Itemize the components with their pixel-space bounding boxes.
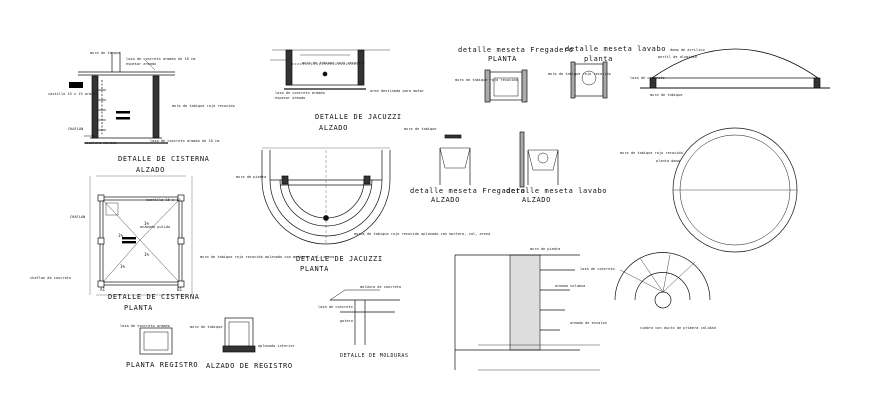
title-cisterna-alzado: DETALLE DE CISTERNA — [118, 155, 210, 163]
note-registro-1: losa de concreto armado — [120, 324, 170, 328]
note-registro-3: aplanado interior — [258, 344, 295, 348]
cisterna-planta-drawing — [89, 175, 193, 296]
note-registro-2: muro de tabique — [190, 325, 223, 329]
note-escalera-3: armado columna — [555, 284, 586, 288]
title-jacuzzi-planta: DETALLE DE JACUZZI — [296, 255, 383, 263]
note-molduras-2: losa de concreto — [318, 305, 353, 309]
jacuzzi-alzado-drawing — [270, 49, 390, 90]
note-domo-2: perfil de aluminio — [658, 55, 697, 59]
slope-label-4: 1% — [144, 252, 150, 257]
subtitle-jacuzzi-planta: PLANTA — [300, 265, 329, 273]
note-cisterna-a2: losa de concreto armado de 10 cm — [126, 57, 196, 61]
axis-label-b: B1 — [177, 287, 183, 292]
note-cisterna-p3: CHAFLAN — [70, 215, 86, 219]
note-jacuzzi-a4: area destinada para motor — [370, 89, 425, 93]
note-cisterna-a7: losa de concreto armado de 10 cm — [150, 139, 220, 143]
note-domo-6: planta domo — [656, 159, 680, 163]
subtitle-cisterna-planta: PLANTA — [124, 304, 153, 312]
cisterna-alzado-drawing — [69, 52, 175, 144]
note-domo-3: losa de concreto — [630, 76, 665, 80]
note-molduras-1: moldura de concreto — [360, 285, 402, 289]
note-domo-1: domo de acrilico — [670, 48, 705, 52]
title-planta-registro: PLANTA REGISTRO — [126, 361, 199, 369]
note-cisterna-a6: escalera marina — [84, 141, 117, 145]
meseta-planta-drawings — [484, 61, 608, 103]
registro-drawings — [139, 317, 256, 355]
slope-label-3: 1% — [120, 264, 126, 269]
note-molduras-3: gotero — [340, 319, 353, 323]
note-cisterna-a1: muro de tanque — [90, 51, 121, 55]
note-meseta-1: muro de tabique rojo recocido — [455, 78, 518, 82]
title-jacuzzi-alzado: DETALLE DE JACUZZI — [315, 113, 402, 121]
note-domo-5: muro de tabique rojo recocido — [620, 151, 683, 155]
slope-label-1: 1% — [144, 221, 150, 226]
note-domo-4: muro de tabique — [650, 93, 683, 97]
note-jacuzzi-a3: espesor armado — [275, 96, 306, 100]
note-meseta-3: muro de tabique — [404, 127, 437, 131]
escalera-drawing — [454, 252, 711, 371]
note-jacuzzi-a1: muro de tabique rojo recocido — [302, 61, 365, 65]
subtitle-meseta-lavabo-alzado: ALZADO — [522, 196, 551, 204]
note-cisterna-a8: CHAFLAN — [68, 127, 84, 131]
slope-label-2: 1% — [118, 233, 124, 238]
note-cisterna-p5: chaflan de concreto — [30, 276, 72, 280]
title-meseta-fregadero-alzado: detalle meseta Fregadero — [410, 187, 526, 195]
title-meseta-fregadero-planta: detalle meseta Fregadero — [458, 46, 574, 54]
jacuzzi-planta-drawing — [261, 147, 391, 245]
note-jacuzzi-p1: muro de piedra — [236, 175, 267, 179]
note-cisterna-p4: muro de tabique rojo recocido aplanado c… — [200, 255, 335, 259]
title-cisterna-planta: DETALLE DE CISTERNA — [108, 293, 200, 301]
note-meseta-2: muro de tabique rojo recocido — [548, 72, 611, 76]
title-molduras: DETALLE DE MOLDURAS — [340, 353, 409, 359]
meseta-alzado-drawings — [439, 131, 559, 188]
title-alzado-registro: ALZADO DE REGISTRO — [206, 362, 293, 370]
note-jacuzzi-a2: losa de concreto armado — [275, 91, 325, 95]
note-cisterna-p2: acabado pulido — [140, 225, 171, 229]
molduras-drawing — [329, 289, 400, 345]
note-escalera-1: muro de piedra — [530, 247, 561, 251]
subtitle-meseta-fregadero-planta: PLANTA — [488, 55, 517, 63]
subtitle-meseta-lavabo-planta: planta — [584, 55, 613, 63]
title-meseta-lavabo-alzado: detalle meseta lavabo — [506, 187, 608, 195]
note-cisterna-a4: castillo 15 x 15 armado — [48, 92, 98, 96]
subtitle-cisterna-alzado: ALZADO — [136, 166, 165, 174]
note-cisterna-p1: castillo 15 x 15 — [146, 198, 181, 202]
domo-drawing — [640, 48, 830, 253]
note-escalera-4: armado de escalon — [570, 321, 607, 325]
title-meseta-lavabo-planta: detalle meseta lavabo — [565, 45, 667, 53]
subtitle-meseta-fregadero-alzado: ALZADO — [431, 196, 460, 204]
note-jacuzzi-p2: muros de tabique rojo recocido aplanado … — [354, 232, 491, 236]
note-escalera-2: losa de concreto — [580, 267, 615, 271]
note-cisterna-a3: espesor armado — [126, 62, 157, 66]
subtitle-jacuzzi-alzado: ALZADO — [319, 124, 348, 132]
axis-label-a: A1 — [100, 287, 106, 292]
note-escalera-5: cimbra con ducto de primera calidad — [640, 326, 716, 330]
note-cisterna-a5: muro de tabique rojo recocido — [172, 104, 235, 108]
